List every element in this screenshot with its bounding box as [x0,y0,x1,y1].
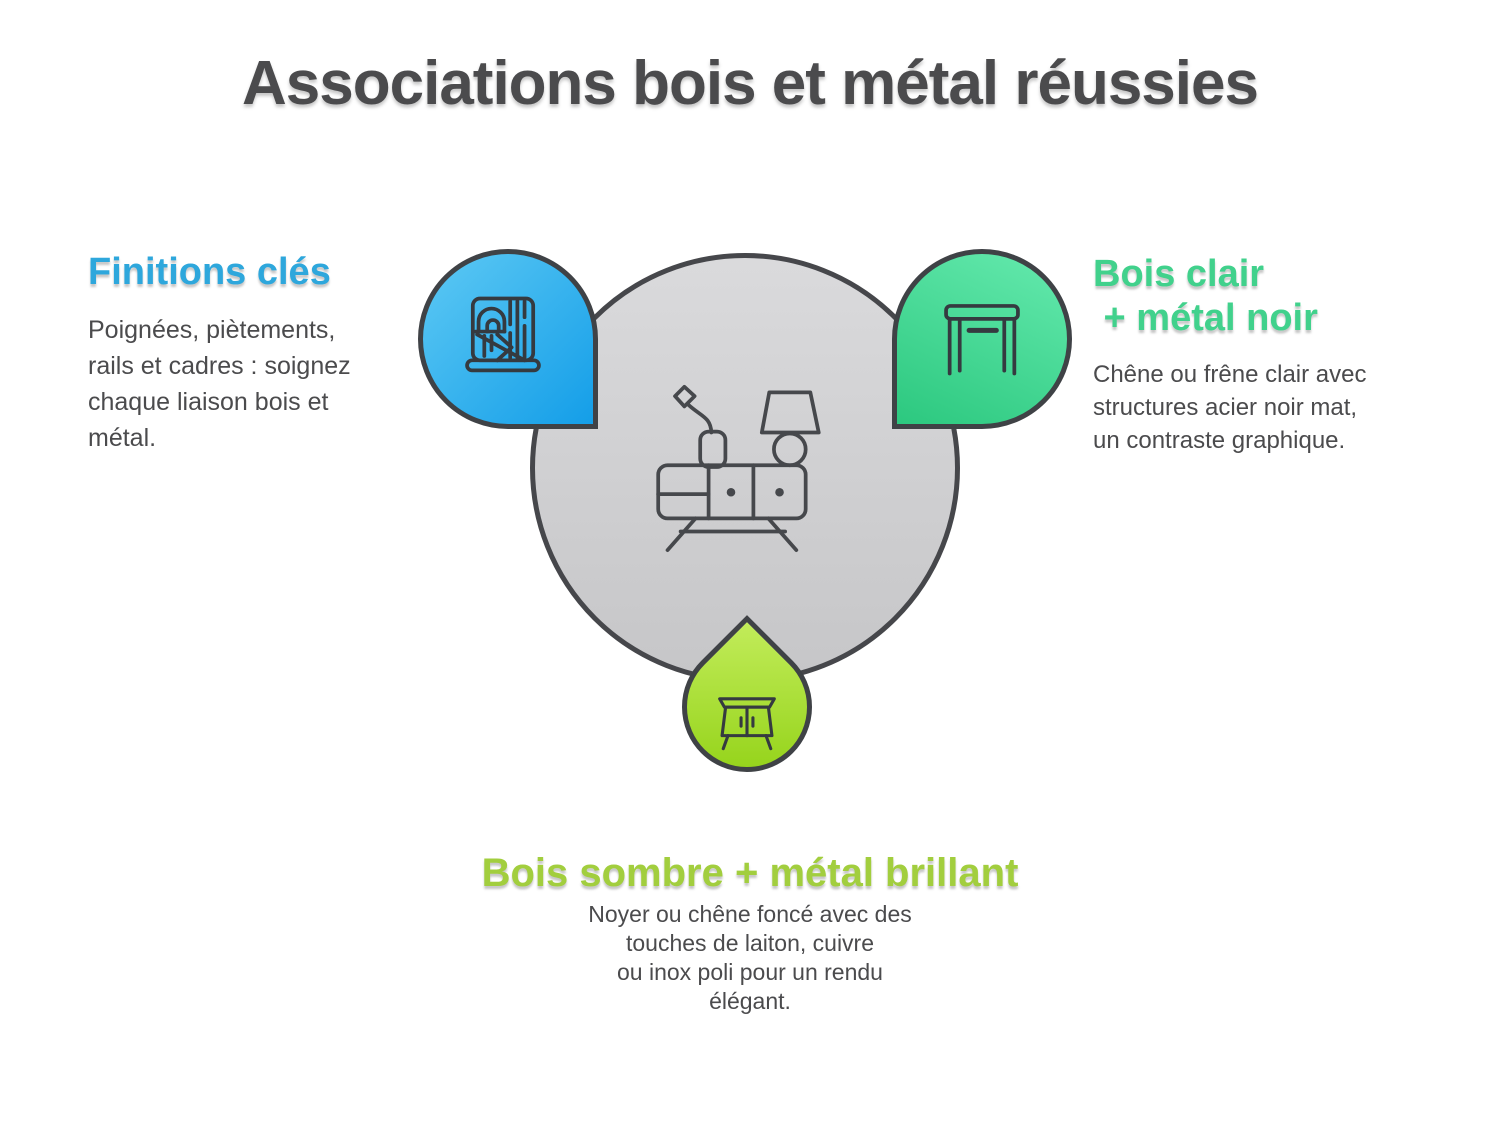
heading-finitions: Finitions clés [88,251,331,293]
page-title: Associations bois et métal réussies [242,49,1259,118]
body-bois-clair: Chêne ou frêne clair avec structures aci… [1093,361,1367,454]
center-circle [530,253,960,683]
body-finitions: Poignées, piètements, rails et cadres : … [88,316,351,452]
heading-bois-clair: Bois clair + métal noir [1093,253,1318,339]
cabinet-icon [709,681,785,757]
pin-bois-clair [892,249,1072,429]
console-table-icon [936,293,1028,385]
body-bois-sombre: Noyer ou chêne foncé avec des touches de… [588,901,912,1014]
wood-panel-icon [457,287,549,379]
heading-bois-sombre: Bois sombre + métal brillant [481,851,1019,895]
pin-finitions [418,249,598,429]
sideboard-lamp-icon [647,379,843,557]
pin-bois-sombre [655,615,839,799]
